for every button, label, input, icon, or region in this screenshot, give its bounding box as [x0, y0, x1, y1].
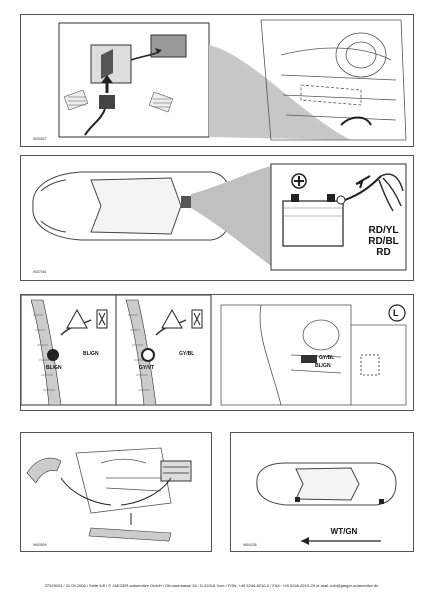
battery-wire-label-1: RD/YL: [368, 225, 399, 236]
panel-16-illustration: [256, 462, 397, 545]
panel-16: WT/GN 16 9600208: [230, 432, 414, 552]
right-connector-label: GY/VT: [139, 365, 155, 371]
battery-wire-label-2: RD/BL: [368, 236, 399, 247]
car-wire-label-top: GY/BL: [319, 355, 335, 361]
panel-15: 15 9600809: [20, 432, 212, 552]
panel-reference: 9600208: [243, 543, 257, 547]
panel-12-illustration: [58, 19, 407, 141]
panel-15-illustration: [26, 447, 192, 542]
wire-label: WT/GN: [330, 527, 358, 536]
right-wire-label: GY/BL: [179, 351, 195, 357]
page-footer: 37029024 / 31.05.2006 / Seite 4/8 / © JA…: [44, 583, 379, 588]
panel-14-illustration: [21, 295, 407, 406]
panel-reference: 9600827: [33, 137, 47, 141]
panel-reference: 9537061: [33, 270, 47, 274]
side-marker-label: L: [393, 308, 399, 318]
left-connector-label: BL/GN: [46, 365, 62, 371]
left-wire-label: BL/GN: [83, 351, 99, 357]
panel-12: 12 9600827: [20, 14, 414, 147]
panel-reference: 9600809: [33, 543, 47, 547]
panel-14: BL/GN BL/GN GY/BL GY/VT GY/BL BL/GN L 14…: [20, 294, 414, 411]
battery-wire-label-3: RD: [376, 247, 391, 258]
panel-13-illustration: [32, 163, 407, 271]
car-wire-label-bottom: BL/GN: [315, 363, 331, 369]
panel-13: RD/YL RD/BL RD 13 9537061: [20, 155, 414, 281]
